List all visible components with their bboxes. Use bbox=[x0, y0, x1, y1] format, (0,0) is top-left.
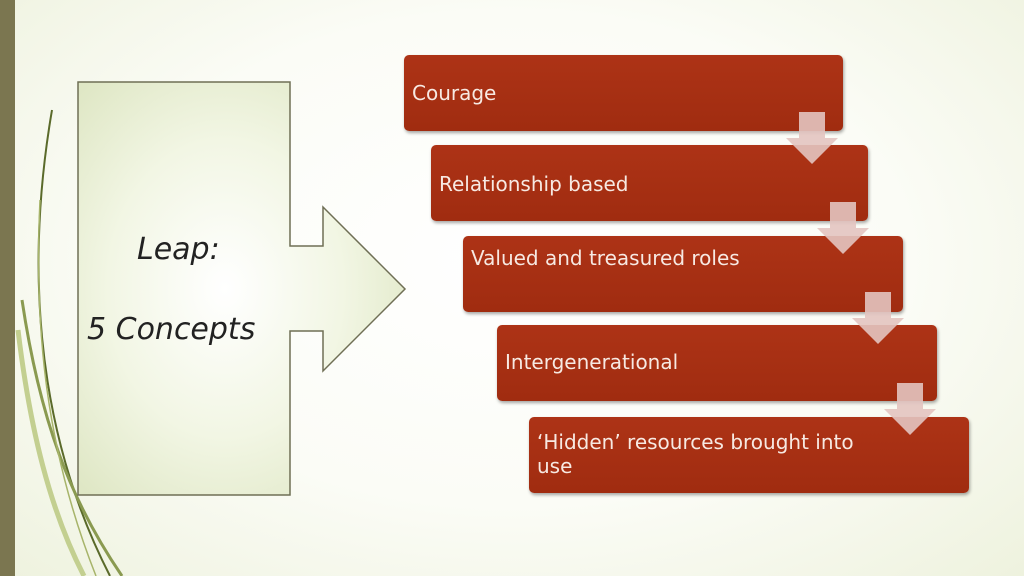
callout-subtitle: 5 Concepts bbox=[87, 312, 256, 347]
down-arrow-icon bbox=[852, 292, 904, 344]
step-label: Intergenerational bbox=[505, 350, 679, 374]
callout-title: Leap: bbox=[137, 232, 220, 267]
step-label: Courage bbox=[412, 81, 497, 105]
down-arrow-icon bbox=[884, 383, 936, 435]
step-label: ‘Hidden’ resources brought into use bbox=[537, 430, 854, 478]
down-arrow-icon bbox=[817, 202, 869, 254]
step-box-courage: Courage bbox=[404, 55, 843, 131]
down-arrow-icon bbox=[786, 112, 838, 164]
step-label: Valued and treasured roles bbox=[471, 246, 740, 270]
step-box-relationship-based: Relationship based bbox=[431, 145, 868, 221]
left-accent-bar bbox=[0, 0, 15, 576]
step-box-hidden-resources: ‘Hidden’ resources brought into use bbox=[529, 417, 969, 493]
step-box-valued-roles: Valued and treasured roles bbox=[463, 236, 903, 312]
step-box-intergenerational: Intergenerational bbox=[497, 325, 937, 401]
step-label: Relationship based bbox=[439, 172, 629, 196]
